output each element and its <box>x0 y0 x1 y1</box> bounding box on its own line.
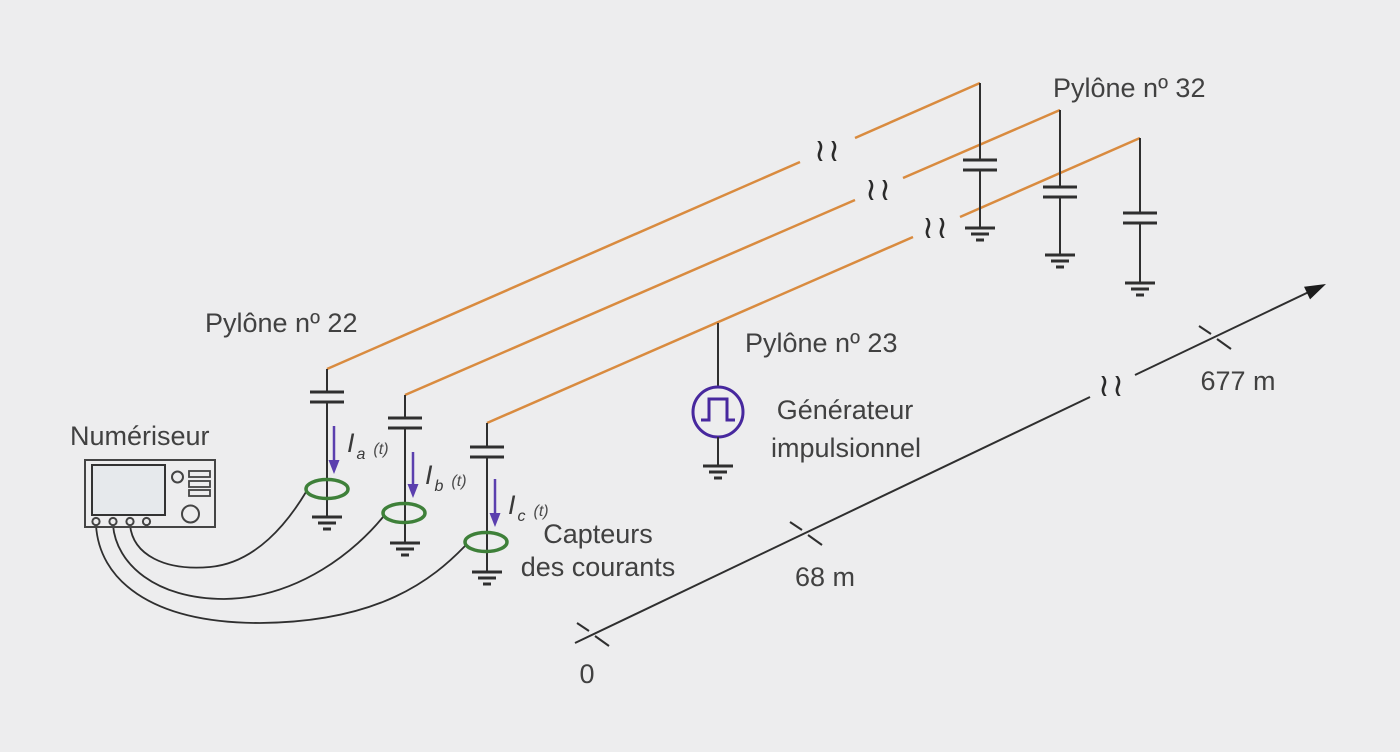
pylon-32-phase-a-termination <box>961 83 999 242</box>
digitizer-vents <box>188 470 211 497</box>
capacitor-icon <box>308 390 346 404</box>
digitizer-device <box>84 459 216 528</box>
ground-icon <box>1123 281 1157 297</box>
ground-icon <box>963 226 997 242</box>
digitizer-channel-port-2 <box>108 516 118 527</box>
capacitor-icon <box>386 416 424 430</box>
digitizer-knob <box>181 504 200 524</box>
line-break-icon: ≀≀ <box>922 208 950 246</box>
ground-icon <box>1043 253 1077 269</box>
capacitor-icon <box>1121 211 1159 225</box>
phase-b-conductor <box>404 108 1061 397</box>
digitizer-indicator <box>171 470 184 484</box>
digitizer-box <box>84 459 216 528</box>
current-sensors-label-line2: des courants <box>521 552 676 582</box>
coax-cable-2 <box>112 516 384 600</box>
distance-677m-label: 677 m <box>1200 366 1275 396</box>
pulse-generator-icon <box>691 385 745 439</box>
capacitor-icon <box>1041 185 1079 199</box>
axis-break-icon: ≀≀ <box>1098 366 1126 404</box>
current-sensor-coil-a <box>304 477 350 501</box>
line-break-icon: ≀≀ <box>865 170 893 208</box>
coax-cable-3 <box>129 491 307 569</box>
current-arrow-icon <box>328 426 340 474</box>
pylon-32-phase-b-termination <box>1041 110 1079 269</box>
current-sensor-coil-c <box>463 530 509 554</box>
ground-icon <box>310 515 344 531</box>
origin-label: 0 <box>579 659 594 689</box>
ground-icon <box>701 464 735 480</box>
pylon-32-phase-c-termination <box>1121 138 1159 297</box>
pylon-23-label: Pylône nº 23 <box>745 328 897 358</box>
impulse-generator-label-line2: impulsionnel <box>771 433 921 463</box>
impulse-generator-label-line1: Générateur <box>777 395 914 425</box>
distance-axis: ≀≀ <box>574 284 1326 647</box>
pulse-waveform-icon <box>701 397 735 422</box>
phase-c-conductor <box>486 136 1141 425</box>
pylon-23-impulse-generator <box>691 323 745 480</box>
digitizer-screen <box>91 464 166 516</box>
digitizer-channel-port-1 <box>91 516 101 527</box>
current-arrow-icon <box>489 479 501 527</box>
pylon-32-label: Pylône nº 32 <box>1053 73 1205 103</box>
current-arrow-icon <box>407 452 419 498</box>
current-sensor-coil-b <box>381 501 427 525</box>
pylon-22-phase-c-downlead <box>463 423 509 586</box>
phase-a-conductor <box>326 81 981 371</box>
capacitor-icon <box>468 445 506 459</box>
ground-icon <box>470 570 504 586</box>
distance-68m-label: 68 m <box>795 562 855 592</box>
line-break-icon: ≀≀ <box>814 131 842 169</box>
pylon-22-phase-b-downlead <box>381 395 427 557</box>
capacitor-icon <box>961 158 999 172</box>
digitizer-channel-port-4 <box>141 516 152 527</box>
current-sensors-label-line1: Capteurs <box>543 519 653 549</box>
pylon-22-label: Pylône nº 22 <box>205 308 357 338</box>
pylon-22-phase-a-downlead <box>304 369 350 531</box>
ground-icon <box>388 541 422 557</box>
coax-cable-1 <box>95 524 466 624</box>
digitizer-channel-port-3 <box>125 516 135 527</box>
axis-arrowhead <box>1304 284 1326 300</box>
digitizer-label: Numériseur <box>70 421 210 451</box>
